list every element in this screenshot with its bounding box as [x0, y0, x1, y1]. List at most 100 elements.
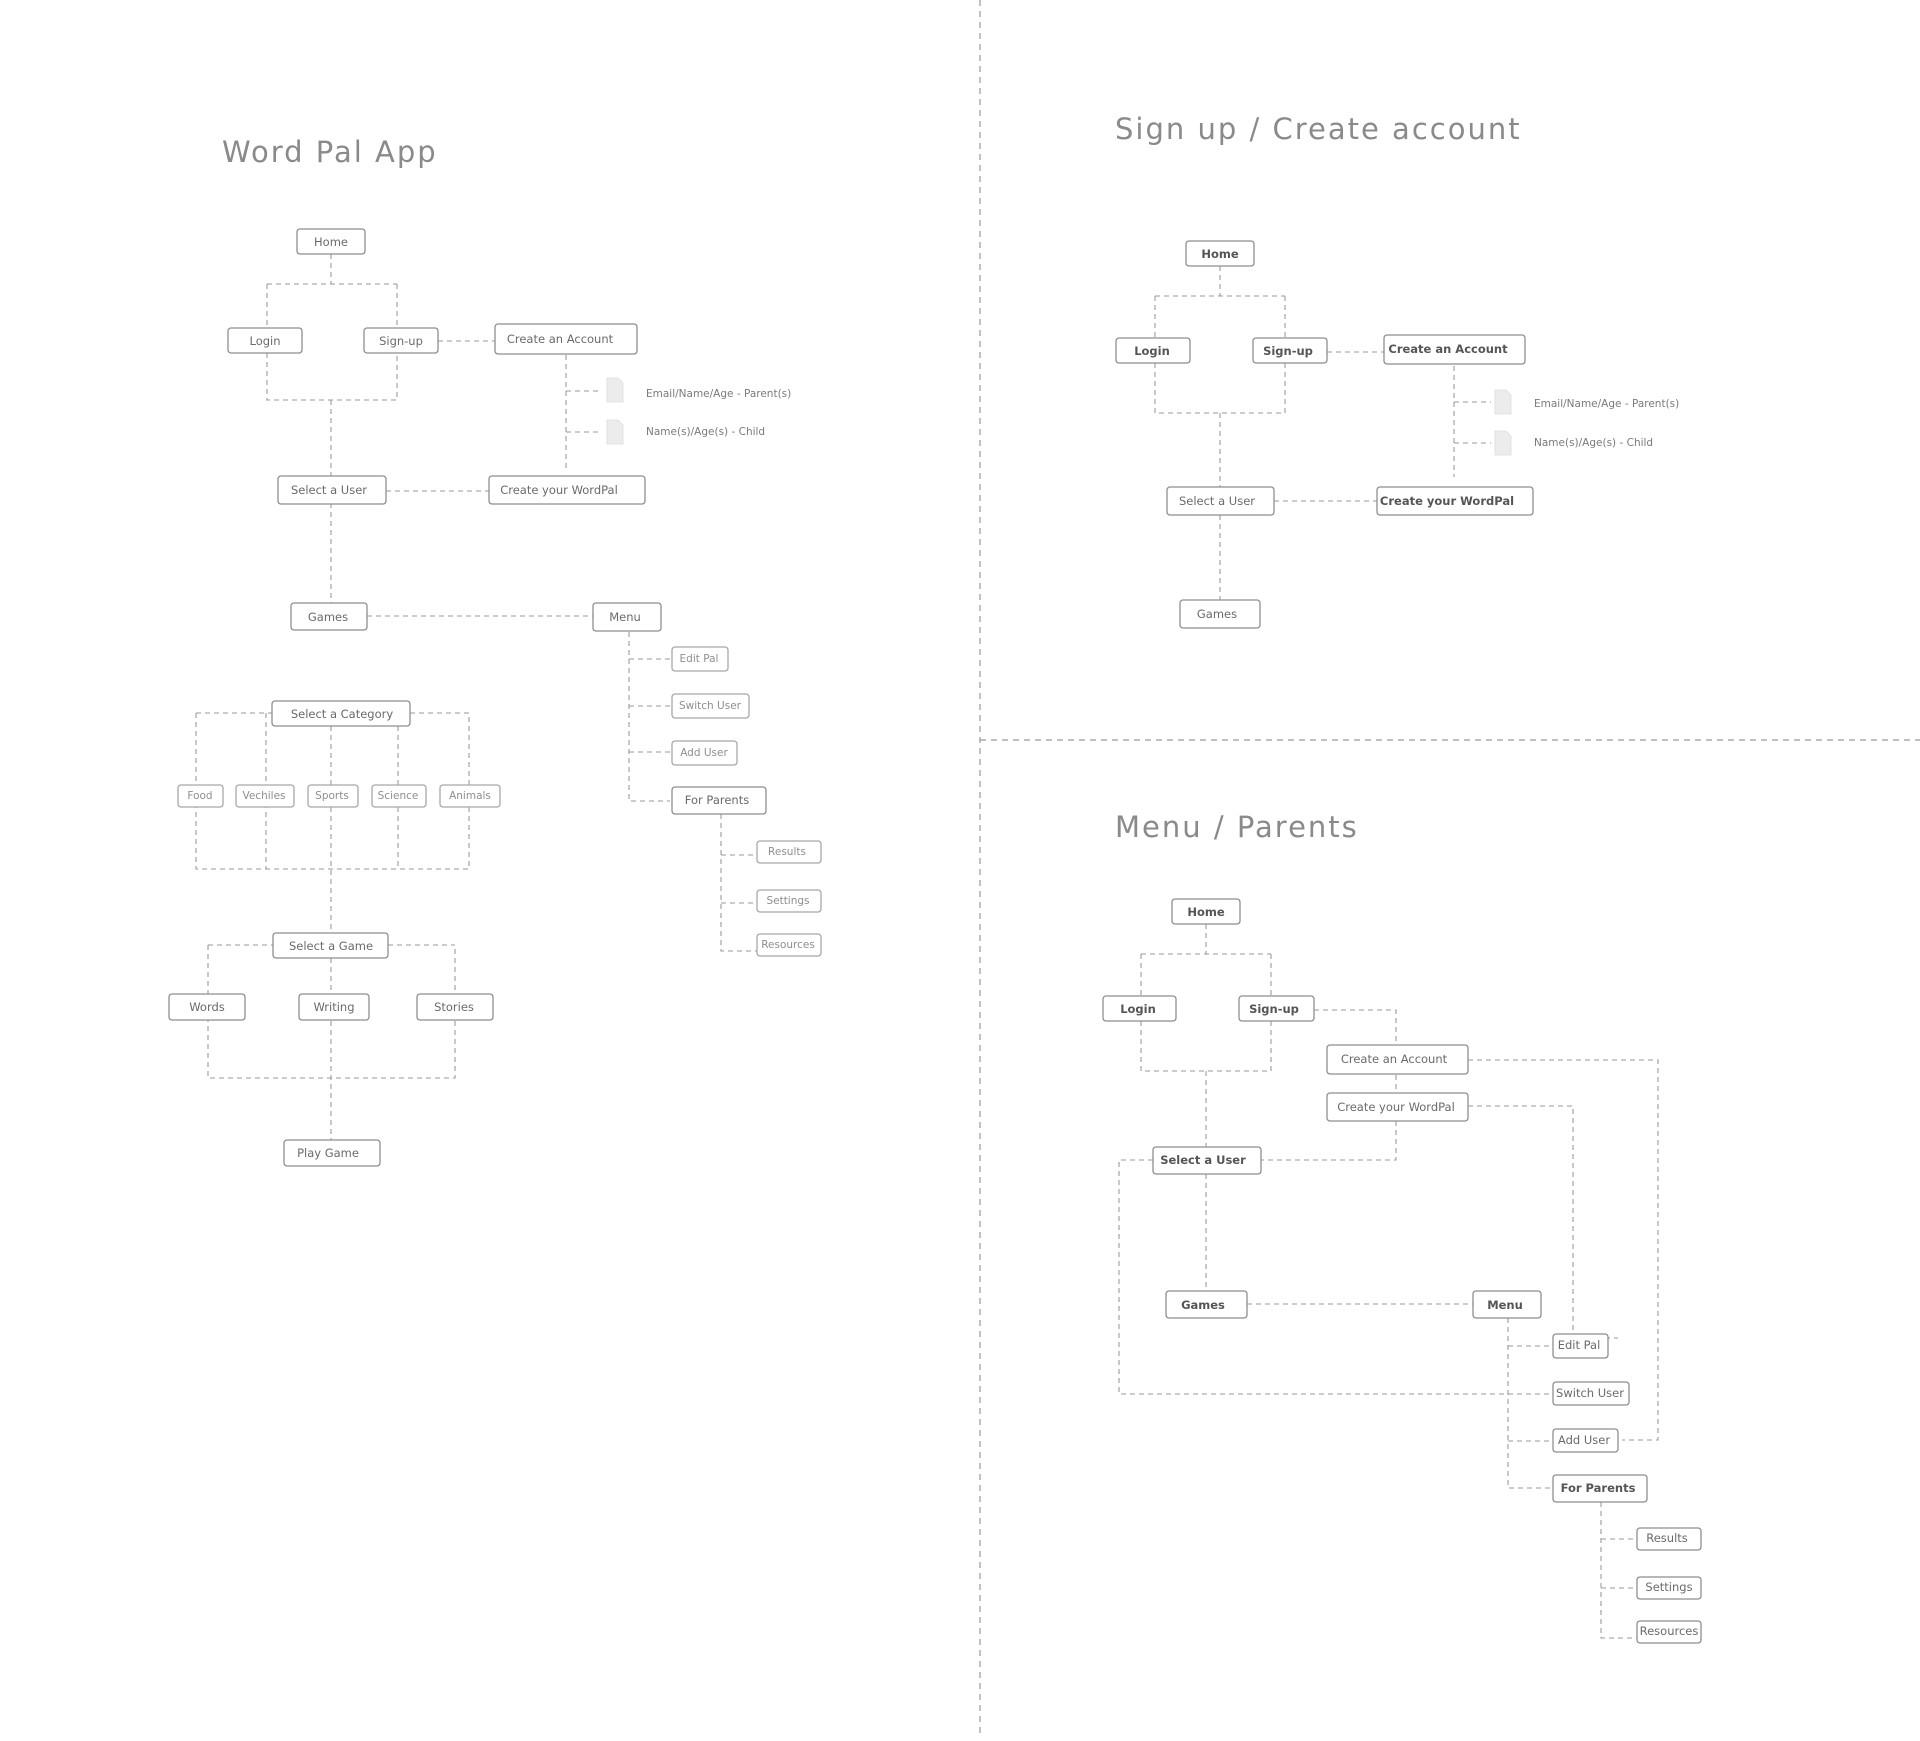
node-results[interactable]: Results [756, 840, 822, 864]
svg-text:Create your WordPal: Create your WordPal [1337, 1100, 1455, 1114]
node-settings[interactable]: Settings [756, 889, 822, 913]
node-home[interactable]: Home [1185, 240, 1255, 267]
svg-text:Select a User: Select a User [1179, 494, 1255, 508]
node-select-category[interactable]: Select a Category [271, 700, 411, 727]
svg-text:Home: Home [314, 235, 348, 249]
node-create-account[interactable]: Create an Account [494, 323, 638, 355]
svg-text:Games: Games [1181, 1298, 1225, 1312]
node-animals[interactable]: Animals [439, 784, 501, 808]
panel-menu-parents: Menu / Parents Home Login Sign-up [1102, 810, 1702, 1644]
svg-text:Sign-up: Sign-up [379, 334, 423, 348]
node-home[interactable]: Home [1171, 898, 1241, 925]
svg-text:Results: Results [768, 846, 806, 858]
svg-text:Login: Login [1120, 1002, 1156, 1016]
panel-title-signup: Sign up / Create account [1115, 112, 1522, 146]
svg-text:Login: Login [1134, 344, 1170, 358]
node-menu[interactable]: Menu [1472, 1290, 1542, 1319]
node-resources[interactable]: Resources [756, 933, 822, 957]
node-login[interactable]: Login [227, 327, 303, 354]
svg-text:Menu: Menu [1487, 1298, 1523, 1312]
node-games[interactable]: Games [1165, 1290, 1248, 1319]
svg-text:Create an Account: Create an Account [1341, 1052, 1448, 1066]
svg-text:Sign-up: Sign-up [1249, 1002, 1299, 1016]
doc-icon [606, 377, 624, 403]
doc-label-child: Name(s)/Age(s) - Child [646, 426, 765, 438]
node-create-wordpal[interactable]: Create your WordPal [488, 475, 646, 505]
node-select-user[interactable]: Select a User [277, 475, 387, 505]
node-games[interactable]: Games [290, 602, 368, 631]
svg-text:Play Game: Play Game [297, 1146, 359, 1160]
svg-text:Switch User: Switch User [679, 700, 742, 712]
node-results[interactable]: Results [1636, 1527, 1702, 1551]
svg-text:Resources: Resources [1640, 1624, 1699, 1638]
node-signup[interactable]: Sign-up [1252, 337, 1328, 364]
svg-text:Select a Category: Select a Category [291, 707, 394, 721]
svg-text:For Parents: For Parents [1561, 1481, 1636, 1495]
svg-text:Games: Games [308, 610, 348, 624]
menu-parents-connectors [1118, 924, 1659, 1639]
doc-icon [606, 419, 624, 445]
node-switch-user[interactable]: Switch User [671, 693, 750, 719]
node-login[interactable]: Login [1115, 337, 1191, 364]
node-games[interactable]: Games [1179, 599, 1261, 629]
node-science[interactable]: Science [371, 784, 427, 808]
node-create-wordpal[interactable]: Create your WordPal [1376, 486, 1534, 516]
node-sports[interactable]: Sports [307, 784, 359, 808]
node-writing[interactable]: Writing [298, 993, 370, 1021]
node-login[interactable]: Login [1102, 995, 1177, 1022]
svg-text:Create your WordPal: Create your WordPal [500, 483, 618, 497]
doc-label-parent: Email/Name/Age - Parent(s) [646, 388, 791, 400]
node-switch-user[interactable]: Switch User [1552, 1381, 1630, 1406]
node-select-user[interactable]: Select a User [1152, 1146, 1262, 1175]
svg-text:Resources: Resources [761, 939, 815, 951]
svg-text:Select a Game: Select a Game [289, 939, 373, 953]
node-menu[interactable]: Menu [592, 602, 662, 632]
node-add-user[interactable]: Add User [1552, 1428, 1619, 1453]
svg-text:Stories: Stories [434, 1000, 474, 1014]
node-create-account[interactable]: Create an Account [1383, 334, 1526, 365]
doc-label-child: Name(s)/Age(s) - Child [1534, 437, 1653, 449]
node-stories[interactable]: Stories [416, 993, 494, 1021]
svg-text:Login: Login [249, 334, 280, 348]
panel-word-pal-app: Word Pal App [168, 135, 822, 1167]
svg-text:Words: Words [189, 1000, 225, 1014]
node-create-wordpal[interactable]: Create your WordPal [1326, 1092, 1469, 1122]
node-edit-pal[interactable]: Edit Pal [671, 646, 729, 672]
doc-icon [1494, 389, 1512, 415]
node-for-parents[interactable]: For Parents [1552, 1474, 1648, 1503]
node-edit-pal[interactable]: Edit Pal [1552, 1333, 1609, 1359]
panel-title-main: Word Pal App [222, 135, 438, 169]
svg-text:Create an Account: Create an Account [1388, 342, 1508, 356]
svg-text:Sign-up: Sign-up [1263, 344, 1313, 358]
panel-title-menu-parents: Menu / Parents [1115, 810, 1359, 844]
node-add-user[interactable]: Add User [671, 740, 738, 766]
node-home[interactable]: Home [296, 228, 366, 255]
panel-signup: Sign up / Create account Email/Name/Age … [1115, 112, 1679, 629]
doc-icon [1494, 430, 1512, 456]
svg-text:Settings: Settings [766, 895, 809, 907]
svg-text:Menu: Menu [609, 610, 641, 624]
node-signup[interactable]: Sign-up [1238, 995, 1315, 1022]
svg-text:Switch User: Switch User [1556, 1386, 1624, 1400]
node-select-user[interactable]: Select a User [1166, 486, 1275, 516]
node-resources[interactable]: Resources [1636, 1620, 1702, 1644]
node-for-parents[interactable]: For Parents [671, 786, 767, 815]
node-create-account[interactable]: Create an Account [1326, 1044, 1469, 1075]
node-play-game[interactable]: Play Game [283, 1139, 381, 1167]
svg-text:Select a User: Select a User [1160, 1153, 1246, 1167]
doc-label-parent: Email/Name/Age - Parent(s) [1534, 398, 1679, 410]
svg-text:Add User: Add User [680, 747, 728, 759]
svg-text:Settings: Settings [1645, 1580, 1692, 1594]
node-select-game[interactable]: Select a Game [272, 932, 389, 959]
node-vechiles[interactable]: Vechiles [235, 784, 295, 808]
node-settings[interactable]: Settings [1636, 1576, 1702, 1600]
svg-text:Select a User: Select a User [291, 483, 367, 497]
node-words[interactable]: Words [168, 993, 246, 1021]
node-food[interactable]: Food [177, 784, 224, 808]
svg-text:Create your WordPal: Create your WordPal [1380, 494, 1514, 508]
node-signup[interactable]: Sign-up [363, 327, 439, 354]
svg-text:Edit Pal: Edit Pal [680, 653, 719, 665]
svg-text:Science: Science [378, 790, 419, 802]
